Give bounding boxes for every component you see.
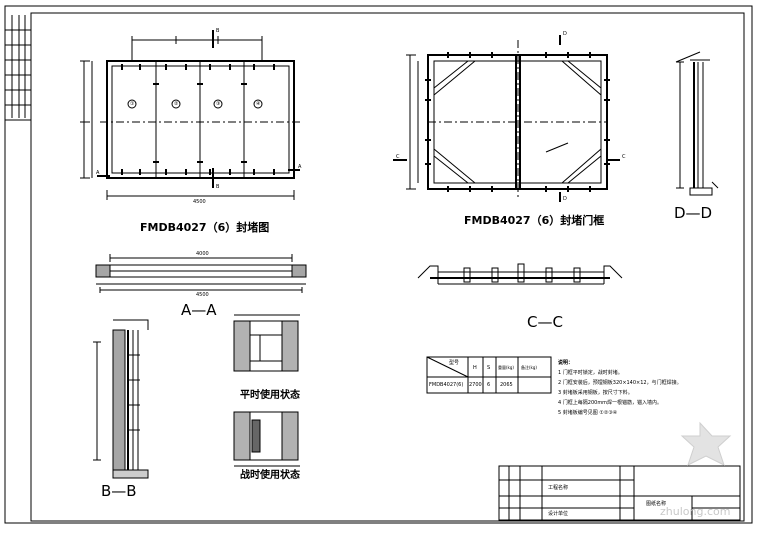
- aa-dim-inner: 4000: [196, 251, 209, 257]
- detail-wartime: [233, 411, 300, 467]
- notes-block: 说明： 1 门框平时锁定，战时封堵。 2 门框安装后，预埋钢板320×140×1…: [558, 358, 682, 418]
- cut-mark-d-bottom: D: [563, 196, 567, 202]
- plan-view: [80, 30, 300, 200]
- cut-mark-c-right: C: [622, 154, 626, 160]
- watermark-logo: [680, 421, 732, 466]
- section-cc: [417, 263, 623, 285]
- note-line-5: 5 封堵板编号见图 ①②③④: [558, 410, 618, 416]
- plate-number-1: ①: [130, 101, 135, 107]
- table-header-model: 型号: [449, 360, 460, 366]
- table-header-weight: 重量(kg): [498, 365, 514, 370]
- door-frame-view: [393, 35, 620, 202]
- plate-number-3: ③: [216, 101, 221, 107]
- note-line-1: 1 门框平时锁定，战时封堵。: [558, 370, 623, 376]
- plan-title: FMDB4027（6）封堵图: [140, 221, 270, 234]
- table-cell-weight: 2065: [500, 382, 513, 388]
- watermark-text: zhulong.com: [660, 505, 731, 518]
- cut-mark-d-top: D: [563, 31, 567, 37]
- cut-mark-a-left: A: [96, 170, 100, 176]
- note-line-3: 3 封堵板采用钢板，按尺寸下料。: [558, 390, 633, 396]
- sheet-border: [4, 5, 753, 524]
- table-header-h: H: [473, 365, 477, 371]
- inner-border: [30, 12, 745, 522]
- section-dd-label: D—D: [674, 204, 713, 222]
- cut-mark-b-top: B: [216, 28, 220, 34]
- plate-number-2: ②: [174, 101, 179, 107]
- section-cc-label: C—C: [527, 313, 563, 331]
- spec-table: [426, 356, 552, 394]
- table-cell-h: 2700: [469, 382, 482, 388]
- cut-mark-c-left: C: [396, 154, 400, 160]
- table-header-s: S: [487, 365, 491, 371]
- note-line-2: 2 门框安装后，预埋钢板320×140×12，与门框焊接。: [558, 380, 682, 386]
- title-block: [498, 465, 741, 521]
- detail-peacetime-title: 平时使用状态: [240, 390, 300, 401]
- notes-title: 说明：: [558, 360, 574, 366]
- section-bb: [93, 319, 149, 479]
- door-frame-title: FMDB4027（6）封堵门框: [464, 214, 605, 227]
- table-header-note: 备注(kg): [521, 365, 537, 370]
- table-cell-s: 6: [487, 382, 491, 388]
- title-block-drawing-name: 图纸名称: [646, 501, 667, 507]
- title-block-designer: 设计单位: [548, 511, 569, 517]
- note-line-4: 4 门框上每隔200mm焊一根锚筋，锚入墙内。: [558, 400, 663, 406]
- section-aa: [95, 254, 307, 293]
- plan-dim-overall: 4500: [193, 199, 206, 205]
- detail-peacetime: [233, 314, 300, 372]
- table-cell-model: FMDB4027(6): [429, 382, 464, 388]
- detail-wartime-title: 战时使用状态: [240, 470, 300, 481]
- title-block-project: 工程名称: [548, 485, 569, 491]
- section-dd: [675, 51, 719, 196]
- aa-dim-outer: 4500: [196, 292, 209, 298]
- cut-mark-a-right: A: [298, 164, 302, 170]
- plate-number-4: ④: [256, 101, 261, 107]
- cut-mark-b-bottom: B: [216, 184, 220, 190]
- section-bb-label: B—B: [101, 482, 137, 500]
- section-aa-label: A—A: [181, 301, 217, 319]
